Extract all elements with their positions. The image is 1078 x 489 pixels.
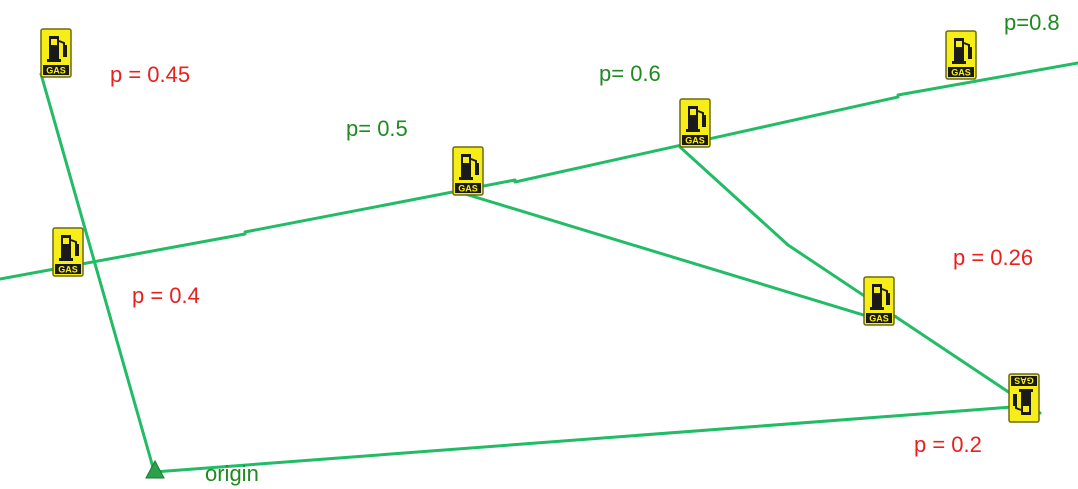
gas-station-6 — [863, 276, 895, 326]
station-1-probability-label: p = 0.45 — [110, 62, 191, 87]
road-station-3-to-station-6 — [460, 191, 895, 326]
gas-station-7 — [1007, 373, 1041, 423]
road-station-4-to-bend — [678, 145, 790, 247]
road-origin-to-station-1 — [39, 72, 156, 473]
gas-station-4 — [679, 98, 711, 148]
route-lines — [0, 61, 1078, 474]
station-5-probability-label: p=0.8 — [1004, 10, 1060, 35]
road-bend-to-station-7 — [786, 243, 1042, 415]
station-7-probability-label: p = 0.2 — [914, 432, 982, 457]
road-main-segment-1 — [0, 232, 247, 281]
road-origin-to-station-7 — [152, 405, 1014, 474]
road-main-segment-4 — [896, 61, 1078, 97]
origin-label: origin — [205, 461, 259, 486]
origin-marker-icon — [145, 459, 165, 479]
gas-station-5 — [945, 30, 977, 80]
station-6-probability-label: p = 0.26 — [953, 245, 1034, 270]
station-2-probability-label: p = 0.4 — [132, 283, 200, 308]
gas-station-3 — [452, 146, 484, 196]
station-4-probability-label: p= 0.6 — [599, 61, 661, 86]
station-3-probability-label: p= 0.5 — [346, 116, 408, 141]
gas-station-2 — [52, 227, 84, 277]
gas-station-1 — [40, 28, 72, 78]
